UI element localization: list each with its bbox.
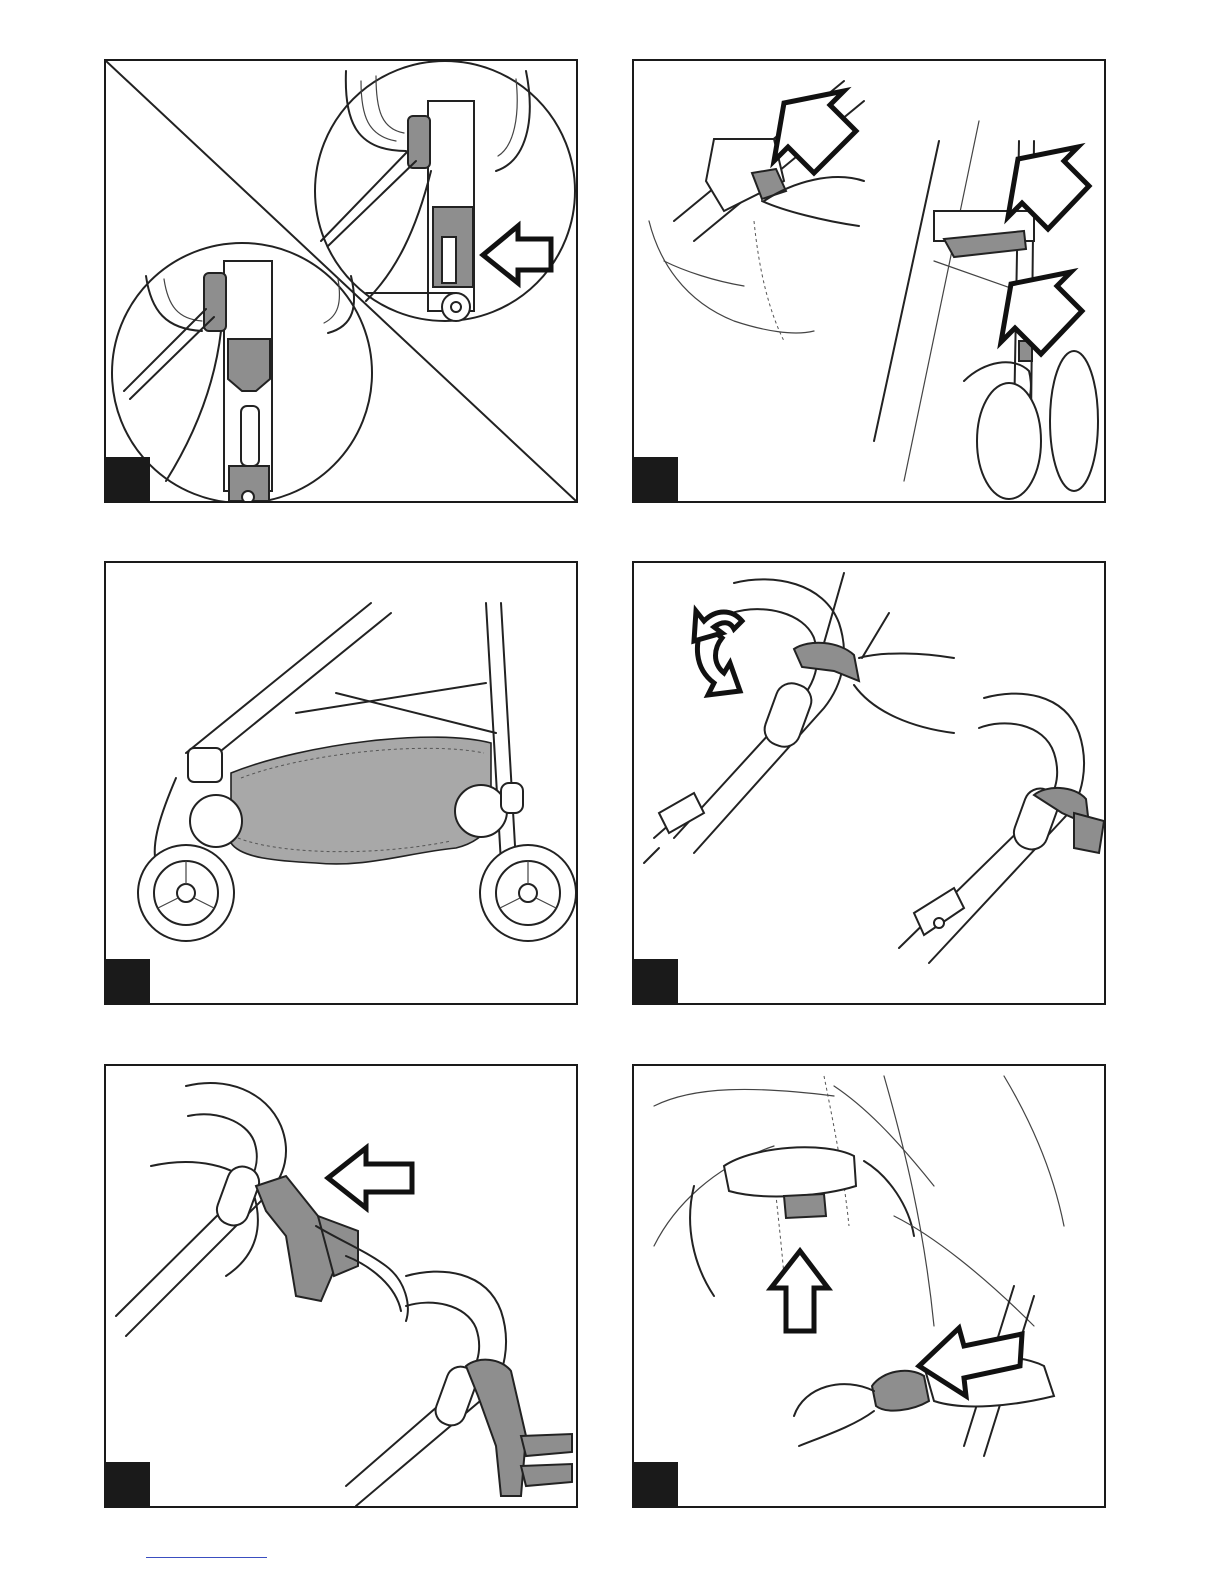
step-number-badge	[634, 959, 678, 1003]
step-number-badge	[634, 457, 678, 501]
figure-panel-5	[104, 1064, 578, 1508]
buckle-attach-icon	[634, 1066, 1104, 1506]
press-button-arrow-icon	[634, 61, 1104, 501]
step-number-badge	[634, 1462, 678, 1506]
stroller-basket-icon	[106, 563, 576, 1003]
step-number-badge	[106, 959, 150, 1003]
slide-arrow-icon-shape	[328, 1148, 412, 1208]
figure-panel-4	[632, 561, 1106, 1005]
figure-panel-2	[632, 59, 1106, 503]
wheel-lock-closeup-icon	[106, 61, 576, 501]
step-number-badge	[106, 457, 150, 501]
figure-panel-6	[632, 1064, 1106, 1508]
step-number-badge	[106, 1462, 150, 1506]
footer-divider	[146, 1557, 267, 1558]
slide-arrow-icon	[106, 1066, 576, 1506]
figure-panel-1	[104, 59, 578, 503]
figure-panel-3	[104, 561, 578, 1005]
rotate-arrow-icon	[634, 563, 1104, 1003]
